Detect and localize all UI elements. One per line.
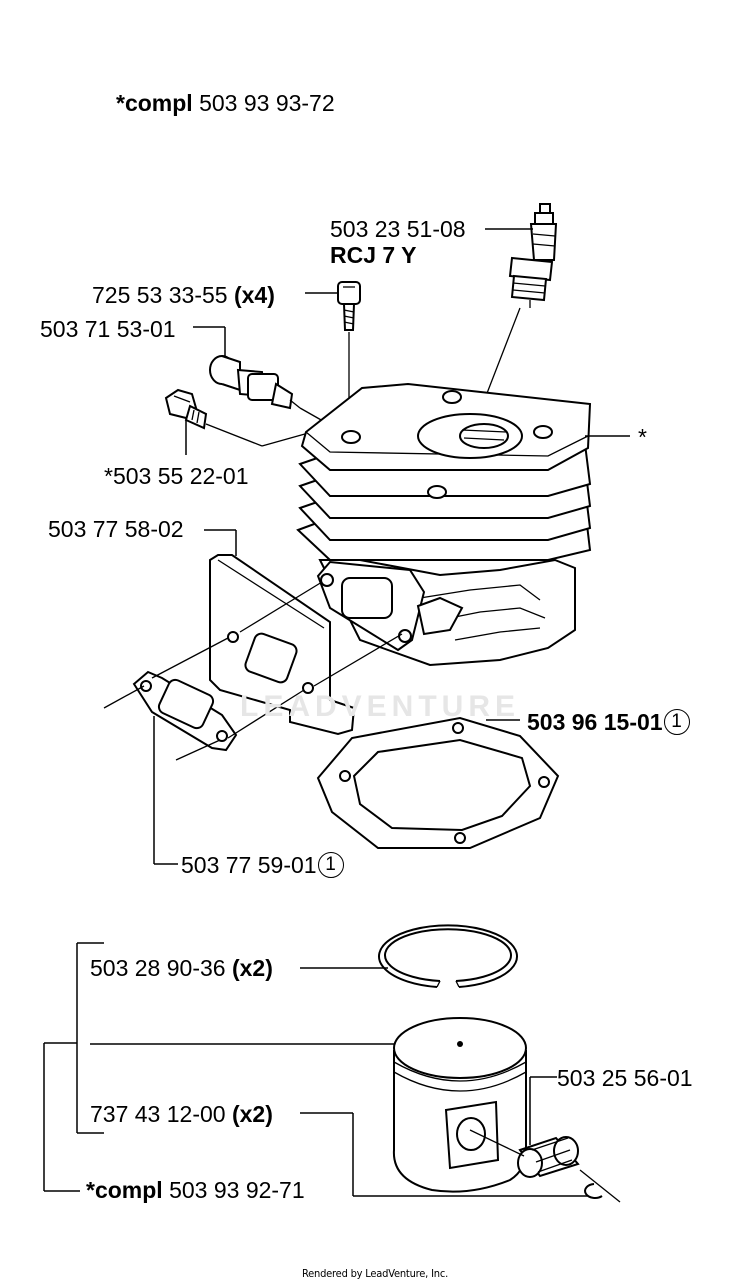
footer-credit: Rendered by LeadVenture, Inc. <box>301 1267 449 1280</box>
assembly-number: 503 93 93-72 <box>199 90 335 116</box>
assembly-prefix: *compl <box>116 90 193 116</box>
valve-number: 503 71 53-01 <box>40 316 176 342</box>
exhaust-axis-mid-top <box>151 637 229 679</box>
ring-label: 503 28 90-36 (x2) <box>90 955 273 981</box>
piston-compl-prefix: *compl <box>86 1177 163 1203</box>
plug-screw-drawing <box>164 388 208 430</box>
muffler-gasket-number: 503 77 59-01 <box>181 852 317 878</box>
piston-compl-number: 503 93 92-71 <box>169 1177 305 1203</box>
exhaust-axis-top <box>103 685 145 709</box>
muffler-gasket-mark: 1 <box>317 851 344 878</box>
decompression-valve-drawing <box>209 355 301 410</box>
piston-drawing <box>392 1017 527 1193</box>
circlip-label: 737 43 12-00 (x2) <box>90 1101 273 1127</box>
base-gasket-mark: 1 <box>663 708 690 735</box>
circlip-drawing <box>584 1183 603 1199</box>
bearing-number: 503 25 56-01 <box>557 1065 693 1091</box>
plug-screw-axis-2 <box>261 431 313 447</box>
plug-number: *503 55 22-01 <box>104 463 249 489</box>
cylinder-drawing <box>296 382 592 667</box>
screw-drawing <box>337 281 361 331</box>
circlip-number: 737 43 12-00 <box>90 1101 226 1127</box>
piston-pin-axis-2 <box>579 1169 621 1203</box>
exhaust-axis-mid-bottom <box>227 689 305 739</box>
exhaust-axis-lower <box>313 633 403 687</box>
exhaust-axis-upper <box>239 581 323 633</box>
heat-shield-plate-drawing <box>209 554 356 736</box>
muffler-gasket-drawing <box>132 670 238 752</box>
ring-qty: (x2) <box>231 955 273 981</box>
assembly-label-cylinder: *compl 503 93 93-72 <box>116 90 335 116</box>
cylinder-marker: * <box>638 424 647 450</box>
screw-label: 725 53 33-55 (x4) <box>92 282 275 308</box>
plug-screw-axis <box>205 423 263 447</box>
piston-assembly-label: *compl 503 93 92-71 <box>86 1177 305 1203</box>
exhaust-axis-bottom <box>175 739 221 761</box>
screw-qty: (x4) <box>233 282 275 308</box>
spark-plug-drawing <box>508 203 558 308</box>
spark-plug-type: RCJ 7 Y <box>330 242 417 268</box>
base-gasket-number: 503 96 15-01 <box>527 709 663 735</box>
watermark: LEADVENTURE <box>240 690 521 723</box>
spark-plug-number: 503 23 51-08 <box>330 216 466 242</box>
plate-number: 503 77 58-02 <box>48 516 184 542</box>
piston-pin-axis <box>469 1129 525 1157</box>
base-gasket-drawing <box>316 716 560 849</box>
screw-number: 725 53 33-55 <box>92 282 228 308</box>
circlip-qty: (x2) <box>231 1101 273 1127</box>
piston-ring-drawing <box>378 924 518 988</box>
ring-number: 503 28 90-36 <box>90 955 226 981</box>
